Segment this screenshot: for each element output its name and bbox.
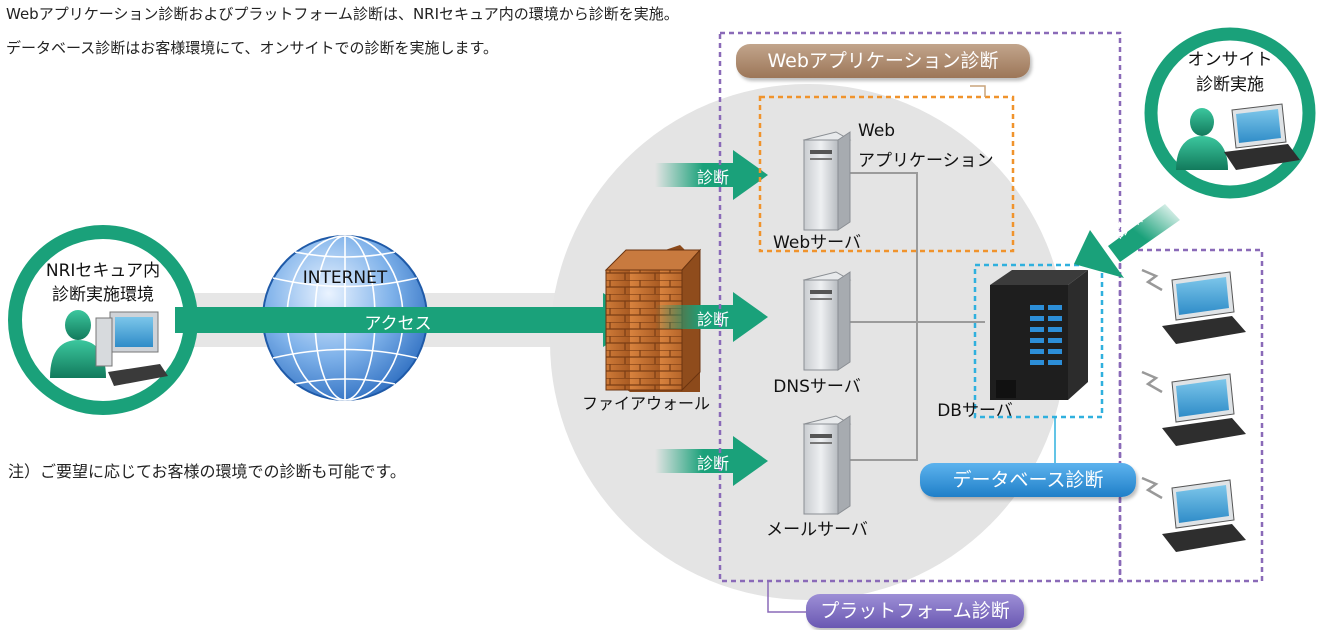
web-app-label-line-1: Web <box>858 121 896 141</box>
db-server-icon <box>990 270 1088 400</box>
server-connection-lines <box>850 172 985 461</box>
onsite-laptop-icon <box>1224 103 1300 170</box>
nri-label-line-2: 診断実施環境 <box>52 285 154 305</box>
platform-diagnosis-boundary <box>718 31 1122 583</box>
diagnosis-arrow-dns <box>655 292 768 342</box>
web-server-icon <box>802 131 852 231</box>
nri-label-line-1: NRIセキュア内 <box>45 261 161 281</box>
client-laptop-icon <box>1141 476 1246 552</box>
access-label: アクセス <box>364 314 432 334</box>
diagnosis-label-mail: 診断 <box>696 454 729 473</box>
web-server-label: Webサーバ <box>773 233 861 253</box>
diagnosis-label-web: 診断 <box>696 168 729 187</box>
client-laptop-icon <box>1141 268 1246 344</box>
client-laptop-icon <box>1141 370 1246 446</box>
internet-label: INTERNET <box>302 268 388 288</box>
database-boundary <box>973 263 1104 419</box>
diagnosis-label-dns: 診断 <box>696 310 729 329</box>
footnote: 注）ご要望に応じてお客様の環境での診断も可能です。 <box>8 462 406 481</box>
dns-server-icon <box>802 271 852 371</box>
web-app-diagnosis-pill: Webアプリケーション診断 <box>736 44 1030 78</box>
mail-server-icon <box>802 415 852 515</box>
dns-server-label: DNSサーバ <box>773 377 861 397</box>
customer-environment-boundary <box>1118 248 1264 583</box>
db-server-label: DBサーバ <box>937 401 1013 421</box>
onsite-label-line-2: 診断実施 <box>1196 75 1264 95</box>
database-diagnosis-pill: データベース診断 <box>920 463 1136 497</box>
firewall-label: ファイアウォール <box>581 394 710 413</box>
web-app-pill-connector <box>970 85 986 97</box>
mail-server-label: メールサーバ <box>766 520 868 540</box>
onsite-diagnosis-arrow <box>1074 204 1180 278</box>
nri-computer-icon <box>95 311 168 386</box>
onsite-label-line-1: オンサイト <box>1187 50 1273 70</box>
intro-line-2: データベース診断はお客様環境にて、オンサイトでの診断を実施します。 <box>6 39 499 57</box>
web-application-boundary <box>758 95 1015 253</box>
platform-diagnosis-pill: プラットフォーム診断 <box>806 594 1024 628</box>
nri-operator-icon <box>50 310 106 378</box>
diagnosis-arrow-mail <box>655 436 768 486</box>
intro-line-1: Webアプリケーション診断およびプラットフォーム診断は、NRIセキュア内の環境か… <box>6 5 679 23</box>
onsite-operator-icon <box>1176 108 1228 170</box>
platform-pill-connector <box>767 582 808 613</box>
web-app-label-line-2: アプリケーション <box>858 151 994 171</box>
diagnosis-arrow-web <box>655 150 768 200</box>
